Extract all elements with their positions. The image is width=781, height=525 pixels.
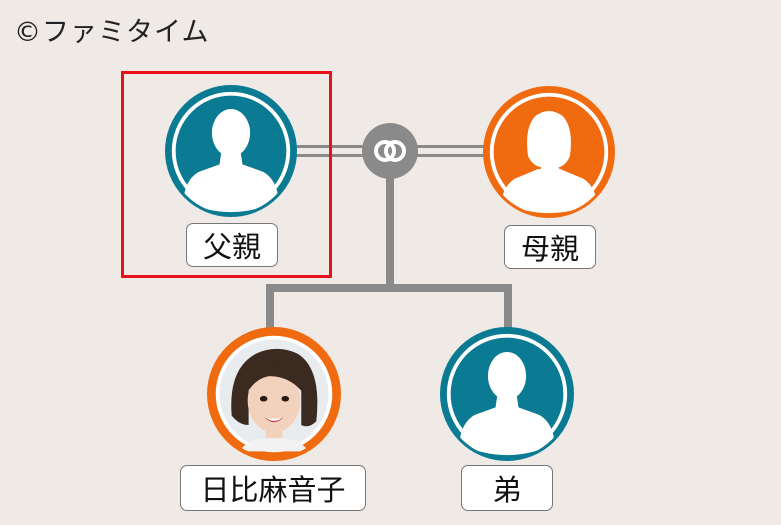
self-label[interactable]: 日比麻音子: [180, 465, 366, 511]
marriage-rings-icon: [362, 123, 418, 179]
male-silhouette-icon: [171, 91, 291, 213]
mother-avatar[interactable]: [483, 86, 615, 218]
father-avatar[interactable]: [165, 85, 297, 217]
sibling-bar: [266, 284, 512, 292]
child-drop-right: [504, 284, 512, 330]
portrait-photo: [215, 335, 333, 453]
brother-avatar[interactable]: [440, 327, 574, 461]
trunk-line: [386, 175, 394, 290]
copyright-text: ©ファミタイム: [14, 17, 210, 48]
mother-label[interactable]: 母親: [504, 225, 596, 269]
female-silhouette-icon: [489, 92, 609, 214]
selected-member-highlight: [121, 71, 332, 278]
self-avatar[interactable]: [207, 327, 341, 461]
male-silhouette-icon: [446, 333, 568, 456]
child-drop-left: [266, 284, 274, 330]
father-label[interactable]: 父親: [186, 223, 278, 267]
brother-label[interactable]: 弟: [461, 465, 553, 511]
